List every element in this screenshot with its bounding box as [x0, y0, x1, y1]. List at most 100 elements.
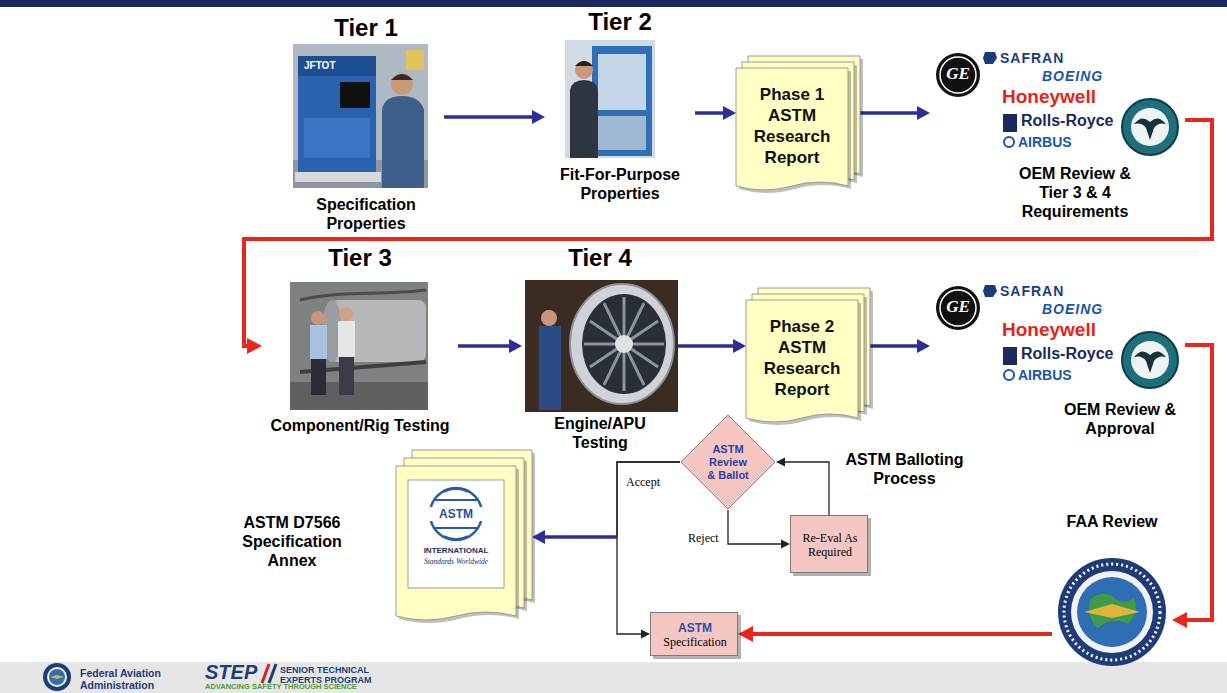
arrow-head: [509, 339, 522, 353]
logo-text: AIRBUS: [1018, 367, 1088, 383]
logo-text: SAFRAN: [1000, 50, 1080, 66]
program-logo: STEP: [205, 662, 267, 682]
text-group: Tier 1: [288, 14, 444, 42]
label-wrap: BOEING: [1042, 301, 1122, 317]
page: [396, 466, 516, 620]
rig-photo: [290, 282, 428, 410]
annex-title: ASTM D7566 Specification Annex: [236, 513, 348, 570]
label-wrap: AIRBUS: [1018, 367, 1088, 383]
process-label: ASTM Balloting Process: [842, 450, 967, 488]
logo-text: BOEING: [1042, 301, 1122, 317]
label-wrap: SAFRAN: [1000, 50, 1080, 66]
globe: [430, 488, 482, 540]
connector-line: [678, 344, 737, 348]
text-group: ASTM D7566 Specification Annex: [236, 460, 348, 622]
arrow-head: [738, 626, 753, 642]
connector: [678, 339, 746, 353]
connector-line: [541, 535, 617, 539]
lab-photo: [293, 44, 428, 188]
arrow-head: [1172, 612, 1187, 628]
faa-footer-seal: [43, 663, 71, 691]
connector-line: [244, 120, 1212, 346]
faa-review: FAA Review: [1052, 512, 1172, 672]
logo-text: AIRBUS: [1018, 134, 1088, 150]
tier-heading: Tier 2: [545, 8, 695, 36]
text-group: OEM Review & Tier 3 & 4 Requirements: [1010, 164, 1140, 221]
connector-line: [1183, 345, 1213, 620]
arrow-head: [247, 338, 262, 354]
text-group: Component/Rig Testing: [262, 416, 458, 435]
faa-seal: [1058, 558, 1166, 666]
label-wrap: Reject: [686, 528, 721, 546]
label-wrap: SENIOR TECHNICAL EXPERTS PROGRAM: [280, 665, 384, 685]
arrow-head: [641, 630, 650, 639]
tier-heading: Tier 4: [522, 244, 678, 272]
text-group: Re-Eval As Required: [791, 516, 869, 574]
report-title: Phase 1 ASTM Research Report: [744, 84, 840, 168]
diamond-shape: [681, 415, 775, 509]
text-group: Tier 2: [545, 8, 695, 36]
connector-line: [728, 510, 784, 544]
label-wrap: ASTM Balloting Process: [842, 450, 967, 488]
oem-logos: [936, 52, 1178, 155]
tier-heading: Tier 1: [288, 14, 444, 42]
arrow-head: [776, 458, 785, 467]
tier-heading: Tier 3: [262, 244, 458, 272]
instrument-label: JFTOT: [304, 60, 364, 72]
connector-line: [617, 462, 680, 537]
connector: [776, 458, 829, 516]
text-group: Fit-For-Purpose Properties: [545, 165, 695, 203]
connector-line: [870, 344, 921, 348]
arrow-head: [917, 106, 930, 120]
label-wrap: JFTOT: [304, 60, 364, 72]
connector: [695, 106, 736, 120]
program-slogan: ADVANCING SAFETY THROUGH SCIENCE: [205, 682, 405, 691]
text-group: ASTM Review & Ballot: [680, 414, 776, 510]
spec-box: ASTMSpecification: [650, 612, 738, 656]
label-wrap: ADVANCING SAFETY THROUGH SCIENCE: [205, 682, 405, 691]
label-wrap: AIRBUS: [1018, 134, 1088, 150]
tier-caption: Fit-For-Purpose Properties: [545, 165, 695, 203]
logo-text: Rolls-Royce: [1021, 111, 1121, 130]
oem-group: OEM Review & Approval: [930, 278, 1185, 446]
text-group: Engine/APU Testing: [535, 414, 665, 452]
tier-caption: Engine/APU Testing: [535, 414, 665, 452]
text-group: ASTMSpecification: [651, 613, 739, 657]
logo-text: Rolls-Royce: [1021, 344, 1121, 363]
tier-caption: Component/Rig Testing: [262, 416, 458, 435]
oem-caption: OEM Review & Tier 3 & 4 Requirements: [1010, 164, 1140, 221]
header-bar: [0, 0, 1227, 7]
spec-annex: ASTM D7566 Specification Annex: [236, 450, 532, 622]
decision-diamond: ASTM Review & Ballot: [680, 414, 776, 510]
logo-text: SAFRAN: [1000, 283, 1080, 299]
report-stack: Phase 1 ASTM Research Report: [736, 56, 860, 192]
tier-panel: Tier 4 Engine/APU Testing: [522, 244, 678, 460]
arrow-head: [781, 540, 790, 549]
program-name: SENIOR TECHNICAL EXPERTS PROGRAM: [280, 665, 384, 685]
process-box: Re-Eval As Required: [790, 515, 868, 573]
engine-photo: [525, 280, 678, 412]
text-group: Specification Properties: [288, 195, 444, 233]
globe-line: [444, 489, 468, 492]
label-wrap: Accept: [624, 472, 662, 490]
logo-text: Honeywell: [1002, 86, 1112, 108]
process-text: Re-Eval As Required: [797, 531, 863, 559]
connector: [458, 339, 522, 353]
tier-panel: Tier 1 Specification Properties: [288, 14, 444, 234]
arrow-head: [532, 110, 545, 124]
text-group: Phase 2 ASTM Research Report: [746, 300, 858, 416]
connector: [1172, 345, 1212, 628]
tier-panel: Tier 3 Component/Rig Testing: [262, 244, 458, 444]
text-group: Tier 3: [262, 244, 458, 272]
oem-group: OEM Review & Tier 3 & 4 Requirements: [930, 42, 1185, 228]
oem-caption: OEM Review & Approval: [1055, 400, 1185, 438]
arrow-head: [723, 106, 736, 120]
connector-line: [444, 115, 536, 119]
page: [746, 300, 858, 422]
globe-line: [444, 536, 468, 539]
connector-line: [782, 462, 829, 515]
page: [736, 68, 848, 190]
footer-band: [0, 662, 1227, 693]
connector-line: [749, 632, 1053, 636]
